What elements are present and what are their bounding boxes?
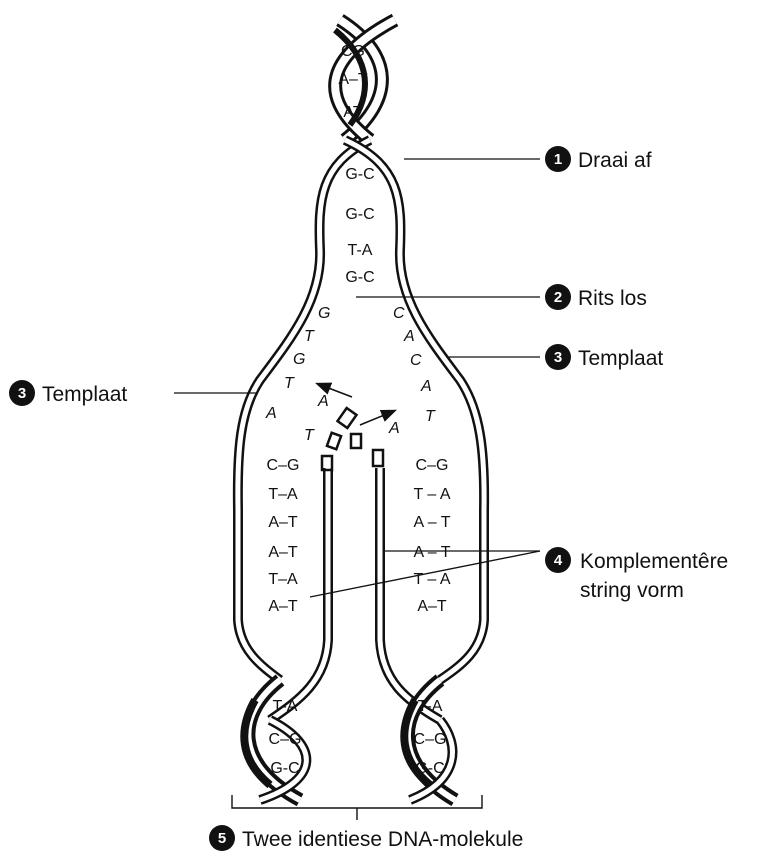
top-pair: AT: [343, 104, 362, 121]
step-number: 3: [18, 385, 26, 402]
step-number: 2: [554, 289, 562, 306]
fork-left-base: T: [284, 375, 295, 392]
label-5: 5 Twee identiese DNA-molekule: [209, 825, 523, 851]
fork-right-base: A: [420, 378, 432, 395]
right-bottom-pair: T-A: [418, 698, 443, 715]
label-templaat: Templaat: [578, 347, 663, 370]
fork-left-base: A: [317, 393, 329, 410]
right-daughter-pair: A – T: [413, 544, 450, 561]
label-komplementere: Komplementêre: [580, 550, 728, 573]
top-pair: CG: [341, 43, 365, 60]
fork-left-base: G: [318, 305, 330, 322]
fork-right-base: A: [403, 328, 415, 345]
fork-right-base: A: [388, 420, 400, 437]
left-bottom-pair: G-C: [270, 760, 299, 777]
left-daughter-pair: A–T: [268, 514, 298, 531]
right-daughter-pair: A–T: [417, 598, 447, 615]
right-daughter-pair: T – A: [413, 571, 450, 588]
stem-pair: G-C: [345, 206, 374, 223]
fork-left-base: T: [304, 328, 315, 345]
top-pair: A–T: [338, 71, 368, 88]
right-daughter-pair: C–G: [416, 457, 449, 474]
label-3-right: 3 Templaat: [545, 344, 663, 370]
right-daughter-pair: T – A: [413, 486, 450, 503]
label-rits-los: Rits los: [578, 287, 647, 310]
left-daughter-pair: C–G: [267, 457, 300, 474]
fork-left-base: G: [293, 351, 305, 368]
fork-right-base: C: [393, 305, 405, 322]
label-4: 4 Komplementêre string vorm: [545, 547, 728, 602]
label-templaat: Templaat: [42, 383, 127, 406]
stem-pair: G-C: [345, 269, 374, 286]
left-daughter-pair: A–T: [268, 544, 298, 561]
step-number: 4: [554, 552, 563, 569]
right-bottom-pair: C–G: [414, 731, 447, 748]
left-bottom-pair: T-A: [273, 698, 298, 715]
label-1: 1 Draai af: [545, 146, 652, 172]
right-daughter-pair: A – T: [413, 514, 450, 531]
step-number: 5: [218, 830, 226, 847]
label-draai-af: Draai af: [578, 149, 652, 172]
label-3-left: 3 Templaat: [9, 380, 127, 406]
fork-right-base: C: [410, 352, 422, 369]
fork-left-base: T: [304, 427, 315, 444]
stem-pair: G-C: [345, 166, 374, 183]
fork-left-base: A: [265, 405, 277, 422]
left-daughter-pair: T–A: [268, 486, 298, 503]
label-twee-identiese-dna-molekule: Twee identiese DNA-molekule: [242, 828, 523, 851]
step-number: 1: [554, 151, 562, 168]
step-number: 3: [554, 349, 562, 366]
left-bottom-pair: C–G: [269, 731, 302, 748]
base-pairs: CG A–T AT G-C G-C T-A G-C G T G T A A T …: [265, 43, 451, 777]
left-daughter-pair: T–A: [268, 571, 298, 588]
label-string-vorm: string vorm: [580, 579, 684, 602]
left-daughter-pair: A–T: [268, 598, 298, 615]
right-bottom-pair: G-C: [415, 760, 444, 777]
fork-right-base: T: [425, 408, 436, 425]
label-2: 2 Rits los: [545, 284, 647, 310]
stem-pair: T-A: [348, 242, 373, 259]
